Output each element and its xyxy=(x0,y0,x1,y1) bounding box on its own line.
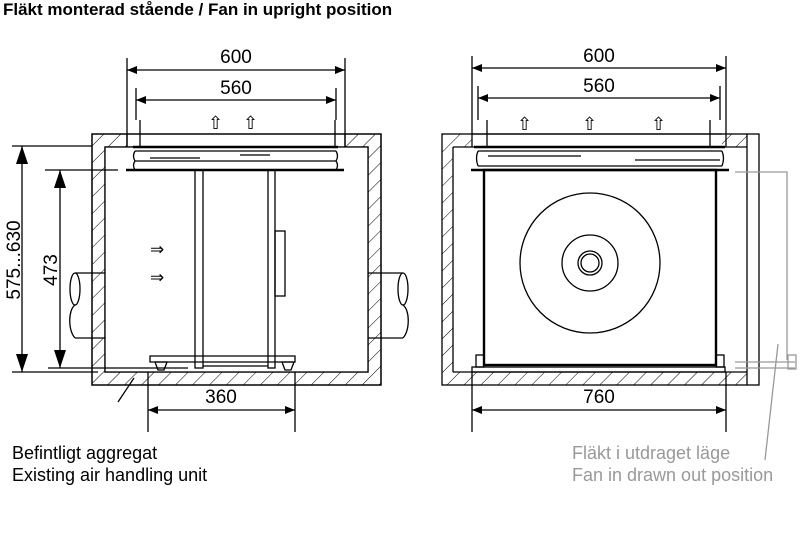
dimension-560: 560 xyxy=(583,76,615,97)
airflow-up-arrow-icon: ⇧ xyxy=(651,114,666,134)
airflow-up-arrow-icon: ⇧ xyxy=(582,114,597,134)
dimension-473: 473 xyxy=(41,254,62,286)
dimension-600: 600 xyxy=(220,47,252,68)
fan-flange xyxy=(471,120,729,172)
right-view: 600 560 ⇧ ⇧ ⇧ 760 Fläkt i utdraget läge … xyxy=(441,46,797,485)
left-view: 600 560 ⇧ ⇧ ⇒ ⇒ 575...630 473 360 Befint… xyxy=(4,47,409,485)
drawn-out-fan-outline xyxy=(735,171,797,461)
airflow-right-arrow-icon: ⇒ xyxy=(150,268,164,287)
dimension-560: 560 xyxy=(220,78,252,99)
leader-line xyxy=(117,377,135,403)
fan-flange xyxy=(126,120,346,172)
airflow-up-arrow-icon: ⇧ xyxy=(517,114,532,134)
label-existing-unit-sv: Befintligt aggregat xyxy=(12,443,157,463)
fan-body xyxy=(471,168,726,373)
diagram-title: Fläkt monterad stående / Fan in upright … xyxy=(3,0,392,19)
dimension-600: 600 xyxy=(583,46,615,67)
label-drawn-out-sv: Fläkt i utdraget läge xyxy=(572,443,730,463)
duct-pipe-left xyxy=(69,272,105,339)
label-drawn-out-en: Fan in drawn out position xyxy=(572,465,773,485)
duct-pipe-right xyxy=(368,272,409,339)
airflow-up-arrow-icon: ⇧ xyxy=(208,113,223,133)
fan-impeller xyxy=(519,192,661,334)
label-existing-unit-en: Existing air handling unit xyxy=(12,465,207,485)
fan-body xyxy=(149,169,296,371)
dimension-360: 360 xyxy=(205,387,237,408)
dimension-575-630: 575...630 xyxy=(4,220,25,299)
airflow-up-arrow-icon: ⇧ xyxy=(243,113,258,133)
dimension-760: 760 xyxy=(583,387,615,408)
airflow-right-arrow-icon: ⇒ xyxy=(150,240,164,259)
